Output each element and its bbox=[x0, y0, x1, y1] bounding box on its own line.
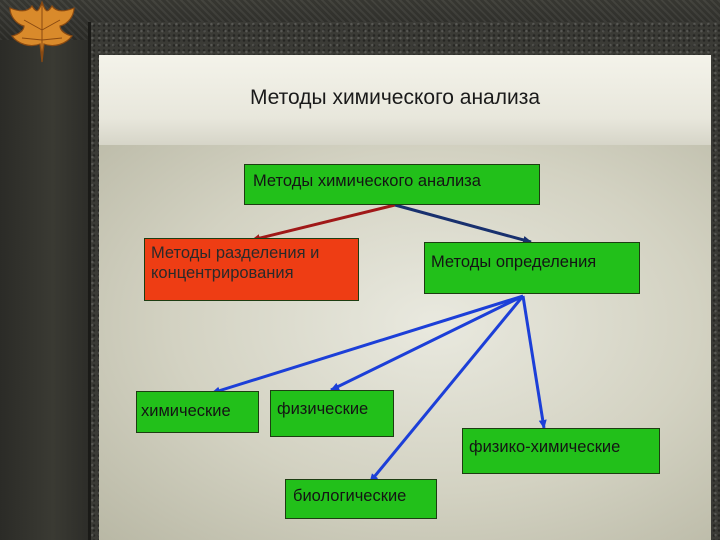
arrow-root-to-determination bbox=[394, 203, 532, 244]
node-biological: биологические bbox=[285, 479, 437, 519]
arrow-to-physical bbox=[330, 294, 524, 392]
node-root: Методы химического анализа bbox=[244, 164, 540, 205]
arrow-to-physico-chemical bbox=[521, 295, 547, 429]
autumn-leaf-icon bbox=[9, 0, 75, 63]
title-band: Методы химического анализа bbox=[99, 55, 711, 145]
node-root-label: Методы химического анализа bbox=[253, 172, 481, 190]
node-separation-label: Методы разделения и концентрирования bbox=[151, 244, 320, 282]
node-physico-chemical: физико-химические bbox=[462, 428, 660, 474]
node-physical: физические bbox=[270, 390, 394, 437]
node-chemical-label: химические bbox=[141, 402, 231, 420]
node-physico-chemical-label: физико-химические bbox=[469, 438, 621, 456]
node-determination-label: Методы определения bbox=[431, 253, 597, 271]
arrow-root-to-separation bbox=[251, 203, 396, 242]
node-physical-label: физические bbox=[277, 400, 369, 418]
arrow-to-chemical bbox=[211, 294, 524, 395]
node-biological-label: биологические bbox=[293, 487, 407, 505]
node-separation: Методы разделения и концентрирования bbox=[144, 238, 359, 301]
left-divider bbox=[88, 22, 91, 540]
diagram-area bbox=[99, 145, 711, 540]
node-chemical: химические bbox=[136, 391, 259, 433]
node-determination: Методы определения bbox=[424, 242, 640, 294]
slide-title: Методы химического анализа bbox=[249, 86, 541, 109]
left-sidebar bbox=[0, 40, 88, 540]
arrow-to-biological bbox=[368, 295, 525, 483]
